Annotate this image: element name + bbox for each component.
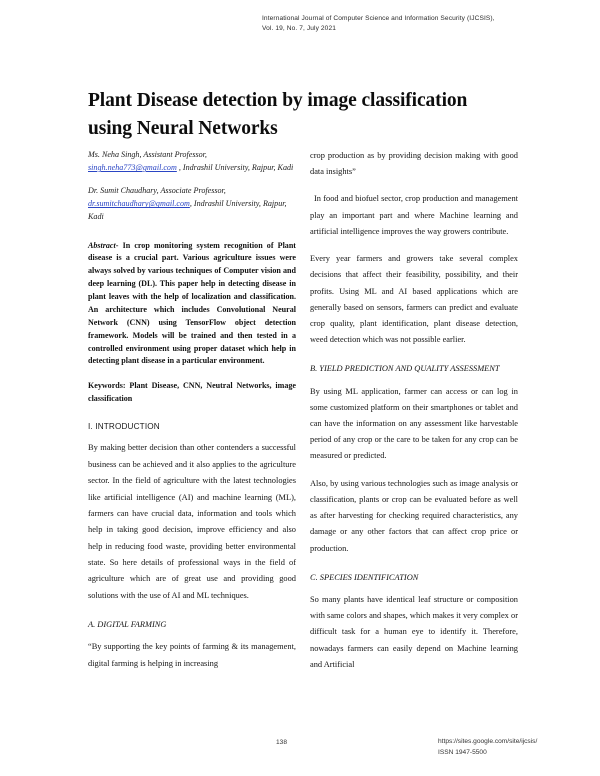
journal-header-line-2: Vol. 19, No. 7, July 2021: [262, 25, 336, 33]
paragraph: Every year farmers and growers take seve…: [310, 254, 518, 345]
keywords-line: Keywords: Plant Disease, CNN, Neutral Ne…: [88, 381, 296, 404]
section-heading-introduction: I. INTRODUCTION: [88, 422, 160, 432]
paragraph: So many plants have identical leaf struc…: [310, 594, 518, 669]
footer-journal-info: https://sites.google.com/site/ijcsis/ IS…: [438, 737, 598, 758]
paragraph: “By supporting the key points of farming…: [88, 642, 296, 668]
author-2-email-link[interactable]: dr.sumitchaudhary@gmail.com: [88, 199, 190, 209]
footer-url[interactable]: https://sites.google.com/site/ijcsis/: [438, 738, 538, 745]
author-entry-2: Dr. Sumit Chaudhary, Associate Professor…: [88, 184, 296, 223]
page-title: Plant Disease detection by image classif…: [88, 90, 468, 139]
author-entry-1: Ms. Neha Singh, Assistant Professor, sin…: [88, 148, 296, 174]
paragraph: By making better decision than other con…: [88, 443, 296, 600]
author-1-email-link[interactable]: singh.neha773@gmail.com: [88, 163, 177, 173]
footer-issn: ISSN 1947-5500: [438, 748, 487, 756]
right-column: crop production as by providing decision…: [310, 148, 518, 684]
author-block: Ms. Neha Singh, Assistant Professor, sin…: [88, 148, 296, 224]
section-heading-digital-farming: A. DIGITAL FARMING: [88, 620, 167, 630]
abstract-text: In crop monitoring system recognition of…: [88, 240, 296, 366]
author-1-affiliation: , Indrashil University, Rajpur, Kadi: [176, 163, 294, 173]
journal-header-line-1: International Journal of Computer Scienc…: [262, 15, 495, 22]
paragraph: In food and biofuel sector, crop product…: [310, 194, 518, 236]
author-2-name-role: Dr. Sumit Chaudhary, Associate Professor…: [88, 186, 226, 196]
paragraph: crop production as by providing decision…: [310, 151, 518, 177]
abstract-paragraph: Abstract- In crop monitoring system reco…: [88, 240, 296, 369]
journal-running-header: International Journal of Computer Scienc…: [262, 14, 582, 34]
paragraph: Also, by using various technologies such…: [310, 478, 518, 553]
paragraph: By using ML application, farmer can acce…: [310, 386, 518, 461]
abstract-dash: -: [115, 240, 123, 250]
section-heading-species-identification: C. SPECIES IDENTIFICATION: [310, 572, 419, 582]
section-heading-yield-prediction: B. YIELD PREDICTION AND QUALITY ASSESSME…: [310, 364, 500, 374]
abstract-label: Abstract: [88, 240, 116, 250]
footer-page-number: 138: [276, 739, 288, 746]
author-2-affiliation: , Indrashil University, Rajpur, Kadi: [88, 199, 287, 222]
author-1-name-role: Ms. Neha Singh, Assistant Professor,: [88, 150, 207, 159]
left-column: Ms. Neha Singh, Assistant Professor, sin…: [88, 148, 296, 683]
